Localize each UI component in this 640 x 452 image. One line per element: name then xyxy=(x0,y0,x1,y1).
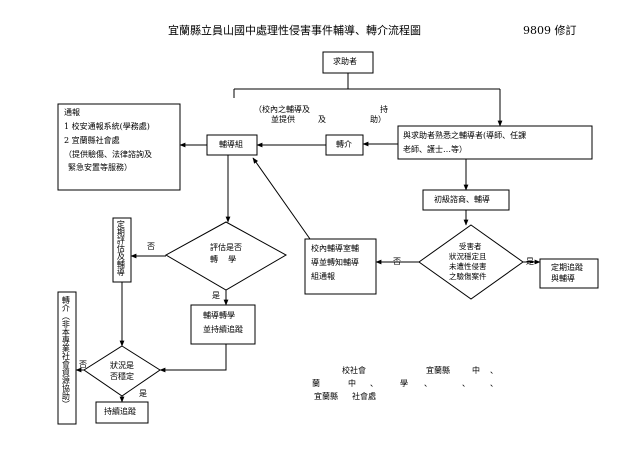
school-counseling-room-box xyxy=(304,238,377,295)
evaluate-decision-line0: 評估是否 xyxy=(210,243,242,252)
school-support-line1b: 持 xyxy=(380,105,388,114)
stable-decision-line1: 否穩定 xyxy=(110,372,134,381)
victim-decision-line1: 狀況穩定且 xyxy=(449,252,487,261)
transfer-tracking-line1: 並持續追蹤 xyxy=(203,325,243,334)
edge-label-no-evaluate: 否 xyxy=(147,242,155,251)
victim-decision-diamond xyxy=(418,224,524,300)
school-support-line2b: 及 xyxy=(318,115,326,124)
school-support-line2c: 助） xyxy=(370,115,386,124)
footnote-l1a: 校社會 xyxy=(342,366,366,375)
report-line-2: 2 宜蘭縣社會處 xyxy=(64,136,120,145)
edge-room-group xyxy=(252,157,311,240)
regular-tracking-line0: 定期追蹤 xyxy=(551,263,583,272)
familiar-teacher-line1: 與求助者熟悉之輔導者(導師、任課 xyxy=(403,131,527,140)
edge-transfer-stable xyxy=(159,344,227,373)
periodic-eval-label: 定期評估及輔導 xyxy=(116,220,126,276)
footnote-l1c: 中 xyxy=(472,366,480,375)
footnote-l2e: 、 xyxy=(424,379,432,388)
referral-side-box xyxy=(57,291,77,425)
revision-label: 9809 修訂 xyxy=(523,24,577,37)
edge-seeker-down xyxy=(233,73,500,126)
footnote-l2a: 蘭 xyxy=(312,379,320,388)
report-line-0: 通報 xyxy=(64,108,80,117)
familiar-teacher-line2: 老師、護士…等） xyxy=(403,145,467,154)
regular-tracking-line1: 與輔導 xyxy=(551,274,575,283)
footnote-l2f: 、 xyxy=(462,379,470,388)
edge-label-no-victim: 否 xyxy=(393,257,401,266)
victim-decision-line0: 受害者 xyxy=(459,242,482,251)
victim-decision-line3: 之驗傷案件 xyxy=(449,272,487,281)
footnote-l2b: 中 xyxy=(348,379,356,388)
footnote-l2d: 學 xyxy=(400,379,408,388)
report-line-3: （提供驗傷、法律諮詢及 xyxy=(64,150,152,159)
transfer-tracking-box xyxy=(190,304,256,345)
transfer-tracking-line0: 輔導轉學 xyxy=(203,311,235,320)
school-support-line2: 並提供 xyxy=(271,115,295,124)
edge-label-yes-victim: 是 xyxy=(526,257,534,266)
footnote-l2g: 、 xyxy=(490,379,498,388)
footnote-l1d: 、 xyxy=(490,366,498,375)
stable-decision-line0: 狀況是 xyxy=(110,361,134,370)
footnote-l2c: 、 xyxy=(370,379,378,388)
edge-label-yes-evaluate: 是 xyxy=(212,291,220,300)
footnote-l1b: 宜蘭縣 xyxy=(426,366,450,375)
school-room-line1: 導並轉知輔導 xyxy=(311,258,359,267)
school-support-line1: （校內之輔導及 xyxy=(254,105,310,114)
report-line-4: 緊急安置等服務） xyxy=(68,163,132,172)
seeker-label: 求助者 xyxy=(333,57,357,66)
edge-label-yes-stable: 是 xyxy=(139,389,147,398)
evaluate-decision-line1: 轉 學 xyxy=(210,255,237,264)
stable-decision-diamond xyxy=(83,345,161,397)
footnote-l3a: 宜蘭縣 xyxy=(314,392,338,401)
initial-counseling-label: 初級諮商、輔導 xyxy=(434,195,490,204)
school-room-line0: 校內輔導室輔 xyxy=(311,244,359,253)
regular-tracking-box xyxy=(539,258,599,289)
edge-label-no-stable: 否 xyxy=(79,360,87,369)
counseling-group-label: 輔導組 xyxy=(219,140,243,149)
school-room-line2: 組通報 xyxy=(311,272,335,281)
chart-title: 宜蘭縣立員山國中處理性侵害事件輔導、轉介流程圖 xyxy=(168,24,421,37)
victim-decision-line2: 未遭性侵害 xyxy=(449,262,487,271)
footnote-l3b: 社會處 xyxy=(352,392,376,401)
referral-side-label: 轉介（非本專業社會資源協助） xyxy=(61,296,71,408)
continue-tracking-label: 持續追蹤 xyxy=(104,407,136,416)
report-line-1: 1 校安通報系統(學務處) xyxy=(64,122,150,131)
referral-label: 轉介 xyxy=(336,140,352,149)
